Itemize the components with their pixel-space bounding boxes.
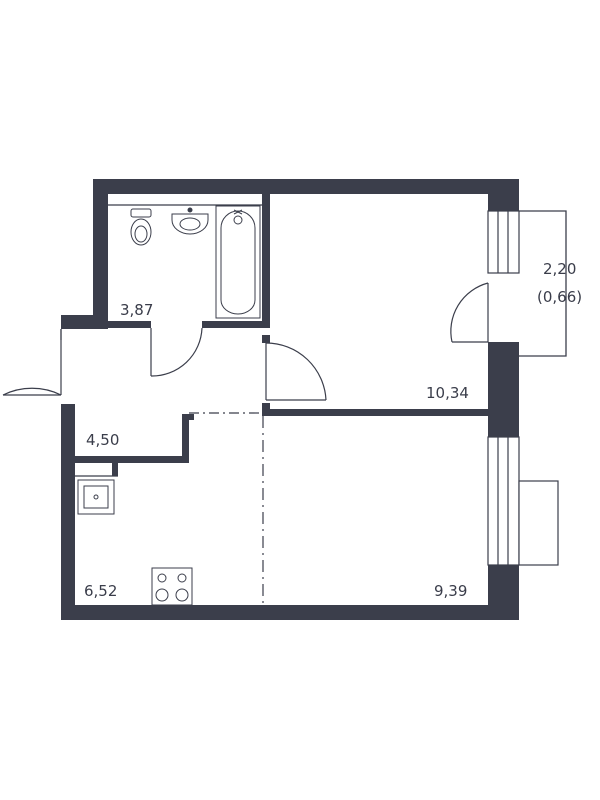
area-living-room: 10,34 [426, 384, 469, 402]
balcony [519, 210, 567, 357]
wall-living-door-stub [262, 335, 270, 343]
wall-bath-living [262, 192, 270, 326]
window-bedroom [487, 436, 520, 566]
wall-bottom [61, 605, 519, 620]
wall-living-bedroom-post [262, 403, 270, 416]
open-boundaries [189, 412, 264, 605]
wall-bath-bottom-right [202, 321, 270, 328]
wall-hall-kitchen-top [182, 414, 194, 420]
sink-icon [171, 207, 209, 235]
wall-right-mid [488, 342, 519, 437]
bathtub-icon [215, 205, 261, 319]
wall-right-bottom [488, 565, 519, 620]
area-bathroom: 3,87 [120, 301, 153, 319]
balcony-door [450, 282, 489, 343]
living-room-door [265, 342, 327, 401]
area-kitchen: 6,52 [84, 582, 117, 600]
doors [2, 282, 489, 401]
wall-left-lower [61, 404, 75, 620]
area-bedroom: 9,39 [434, 582, 467, 600]
bathroom-door [150, 327, 203, 377]
area-balcony-reduced: (0,66) [537, 288, 582, 306]
wall-left-upper [93, 179, 108, 329]
window-sill-bedroom [518, 480, 559, 566]
wall-right-top [488, 179, 519, 211]
stove-icon [151, 567, 193, 606]
area-hallway: 4,50 [86, 431, 119, 449]
wall-kitchen-niche [112, 456, 118, 476]
windows [487, 210, 559, 566]
wall-bath-inner-right [262, 321, 270, 328]
area-labels: 3,87 10,34 2,20 (0,66) 4,50 6,52 9,39 [84, 260, 582, 600]
exterior-walls [61, 179, 519, 620]
wall-living-bedroom [262, 409, 492, 416]
toilet-icon [130, 208, 152, 246]
window-living [487, 210, 520, 274]
interior-walls [61, 192, 492, 476]
area-balcony: 2,20 [543, 260, 576, 278]
wall-hall-kitchen-v [182, 414, 189, 463]
wall-hall-kitchen-h [61, 456, 189, 463]
wall-bath-bottom-left [93, 321, 151, 328]
wall-top [93, 179, 519, 194]
entrance-door [2, 329, 62, 396]
wall-outlines [75, 204, 262, 477]
kitchen-sink-icon [77, 479, 115, 515]
